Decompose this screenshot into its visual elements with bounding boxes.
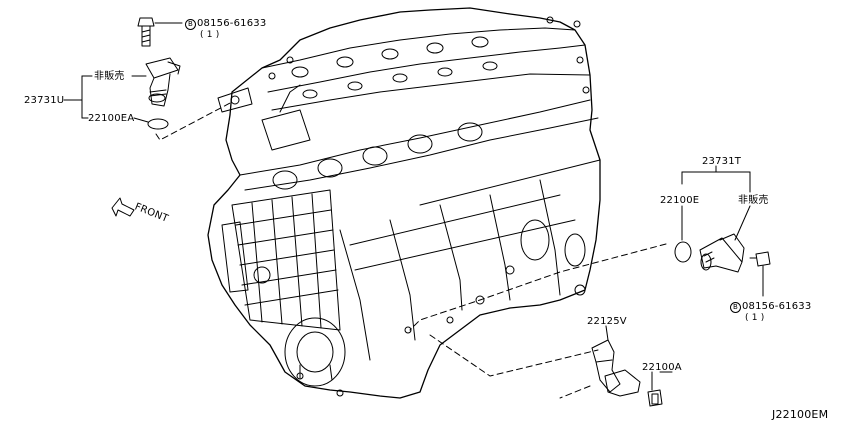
engine-block-illustration [207, 7, 601, 399]
sensor-top-sub-label: 非販売 [94, 71, 125, 82]
o-ring-top-drawing [147, 118, 169, 130]
o-ring-top-part-number: 22100EA [88, 113, 135, 124]
cam-sensor-right-drawing [699, 233, 745, 273]
leader-top-sensor [155, 101, 233, 141]
bolt-top-qty: ( 1 ) [200, 30, 220, 40]
crank-sensor-22100a-drawing [604, 369, 673, 407]
cam-sensor-part-number: 23731U [24, 95, 65, 106]
bolt-top-drawing [137, 17, 183, 47]
o-ring-right-drawing [674, 241, 692, 263]
cam-sensor-top-drawing [145, 57, 181, 107]
leader-right-sensor [409, 243, 667, 331]
front-arrow-icon [111, 197, 135, 217]
o-ring-right-part-number: 22100E [660, 195, 700, 206]
cam-sensor-right-part-number: 23731T [702, 156, 742, 167]
bracket-part-number: 22125V [587, 316, 627, 327]
bolt-right-qty: ( 1 ) [745, 313, 765, 323]
callout-bracket-23731U [63, 75, 149, 123]
bolt-symbol-icon: B [730, 302, 741, 313]
callout-bracket-23731T [681, 165, 751, 241]
diagram-code: J22100EM [772, 408, 829, 421]
bolt-symbol-icon: B [185, 19, 196, 30]
crank-sensor-part-number: 22100A [642, 362, 682, 373]
leader-crank-sensor [559, 385, 591, 399]
leader-bracket [429, 334, 599, 377]
sensor-right-sub-label: 非販売 [738, 195, 769, 206]
bolt-right-drawing [749, 251, 771, 297]
bracket-22125v-drawing [591, 325, 621, 393]
